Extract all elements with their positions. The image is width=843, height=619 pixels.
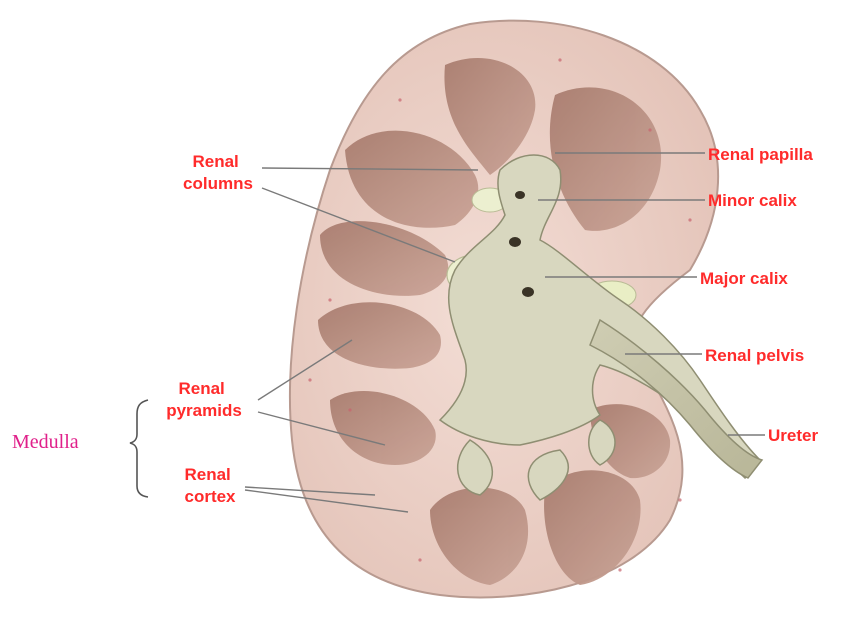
- label-major-calix: Major calix: [700, 269, 788, 288]
- label-renal-pyramids-line2: pyramids: [166, 401, 242, 420]
- label-renal-pelvis: Renal pelvis: [705, 346, 804, 365]
- label-renal-pyramids-line1: Renal: [178, 379, 224, 398]
- label-renal-cortex: Renal cortex: [184, 465, 236, 506]
- medulla-bracket: [130, 400, 148, 497]
- kidney-body: [290, 21, 762, 598]
- label-ureter: Ureter: [768, 426, 818, 445]
- label-renal-columns-line2: columns: [183, 174, 253, 193]
- label-renal-papilla: Renal papilla: [708, 145, 813, 164]
- label-renal-columns-line1: Renal: [192, 152, 238, 171]
- label-renal-columns: Renal columns: [183, 152, 253, 193]
- label-renal-pyramids: Renal pyramids: [166, 379, 242, 420]
- label-minor-calix: Minor calix: [708, 191, 797, 210]
- label-medulla: Medulla: [12, 431, 79, 453]
- label-renal-cortex-line1: Renal: [184, 465, 230, 484]
- label-renal-cortex-line2: cortex: [184, 487, 236, 506]
